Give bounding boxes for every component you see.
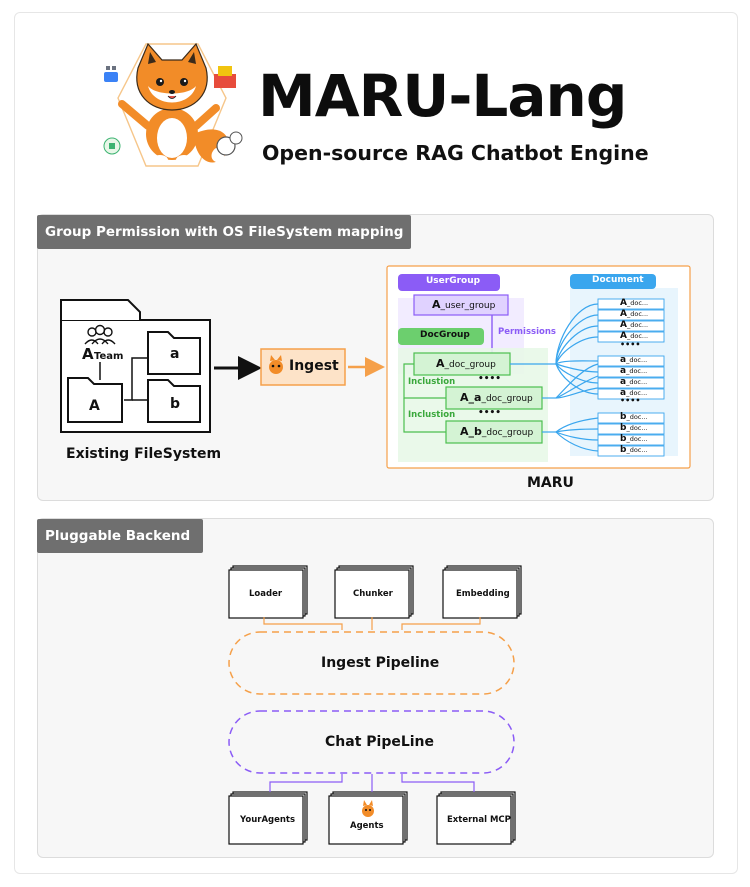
user-group-box <box>413 294 509 316</box>
permission-panel-heading: Group Permission with OS FileSystem mapp… <box>37 215 412 249</box>
document-item-label: b_doc... <box>620 445 648 455</box>
user-group-header-label: UserGroup <box>426 276 481 286</box>
ingest-box <box>260 348 346 386</box>
folder-a-upper-icon <box>67 377 123 423</box>
chunker-module-card <box>334 565 414 619</box>
external-mcp-module-card <box>436 791 516 845</box>
document-item-label: a_doc... <box>620 377 648 387</box>
document-item-label: b_doc... <box>620 434 648 444</box>
external-mcp-label: External MCP <box>447 815 511 825</box>
folder-a-lower-icon <box>147 331 201 375</box>
folder-b-lower-label: b <box>170 396 181 412</box>
doc-group-label-2: A_a_doc_group <box>460 391 533 404</box>
loader-module-card <box>228 565 308 619</box>
document-item-label: b_doc... <box>620 412 648 422</box>
youragents-label: YourAgents <box>240 815 296 825</box>
document-item-label: A_doc... <box>620 320 649 330</box>
document-item-label: b_doc... <box>620 423 648 433</box>
doc-group-label-3: A_b_doc_group <box>460 425 534 438</box>
doc-group-header <box>398 328 484 345</box>
user-group-header <box>398 274 500 291</box>
agents-fox-icon <box>362 800 374 817</box>
fox-mascot-icon <box>103 42 243 167</box>
team-letter: A <box>82 345 94 363</box>
document-item-label: A_doc... <box>620 298 649 308</box>
ingest-fox-icon <box>269 355 283 374</box>
document-item-label: a_doc... <box>620 388 648 398</box>
user-group-box-label: A_user_group <box>432 298 496 311</box>
document-items <box>597 298 665 457</box>
doc-group-dots-2: •••• <box>478 408 502 418</box>
doc-group-label-1: A_doc_group <box>436 357 496 370</box>
agents-module-card <box>328 791 408 845</box>
chunker-label: Chunker <box>353 589 393 599</box>
embedding-module-card <box>442 565 522 619</box>
backend-panel-heading: Pluggable Backend <box>37 519 203 553</box>
document-item-label: A_doc... <box>620 331 649 341</box>
page-title: MARU-Lang <box>258 62 627 130</box>
folder-a-lower-label: a <box>170 346 180 362</box>
doc-group-dots-1: •••• <box>478 374 502 384</box>
team-icon <box>84 324 116 345</box>
doc-group-header-label: DocGroup <box>420 330 470 340</box>
folder-b-lower-icon <box>147 379 201 423</box>
youragents-module-card <box>228 791 308 845</box>
document-header <box>570 274 656 289</box>
embedding-label: Embedding <box>456 589 510 599</box>
team-word: Team <box>94 351 124 362</box>
document-item-label: A_doc... <box>620 309 649 319</box>
ingest-pipeline-box <box>228 631 515 695</box>
document-item-label: a_doc... <box>620 366 648 376</box>
doc-dots-2: •••• <box>620 396 641 405</box>
chat-pipeline-label: Chat PipeLine <box>325 734 435 750</box>
page-subtitle: Open-source RAG Chatbot Engine <box>262 141 649 165</box>
loader-label: Loader <box>249 589 283 599</box>
inclusion-label-1: Inclustion <box>408 377 456 387</box>
document-header-label: Document <box>592 275 644 285</box>
inclusion-label-2: Inclustion <box>408 410 456 420</box>
folder-a-upper-label: A <box>89 398 100 414</box>
maru-caption: MARU <box>527 475 574 491</box>
ingest-label: Ingest <box>289 358 339 374</box>
ingest-pipeline-label: Ingest Pipeline <box>321 655 440 671</box>
doc-dots-1: •••• <box>620 340 641 349</box>
chat-pipeline-box <box>228 710 515 774</box>
filesystem-caption: Existing FileSystem <box>66 446 222 462</box>
permissions-label: Permissions <box>498 327 556 337</box>
agents-label: Agents <box>350 821 384 831</box>
document-item-label: a_doc... <box>620 355 648 365</box>
